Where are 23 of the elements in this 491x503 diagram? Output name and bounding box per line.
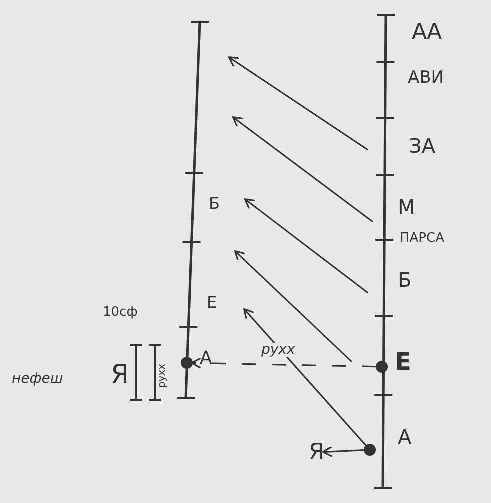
dot: [376, 361, 388, 373]
text-label: Б: [398, 270, 412, 290]
edge-label: рухх: [260, 343, 298, 357]
text-label: А: [200, 350, 212, 368]
text-label: Е: [395, 350, 412, 374]
dot: [181, 357, 193, 369]
text-label: А: [398, 427, 412, 447]
text-label: Я: [309, 440, 324, 465]
text-label: 10сф: [103, 306, 138, 319]
text-label: рухх: [158, 364, 168, 388]
text-label: Я: [111, 362, 130, 388]
dot: [364, 444, 376, 456]
text-label: ЗА: [409, 136, 436, 156]
text-label: АА: [412, 22, 442, 44]
text-label: М: [398, 197, 416, 217]
arrow: [244, 308, 367, 446]
text-label: Б: [209, 196, 220, 212]
arrow: [322, 446, 364, 458]
arrow: [191, 358, 376, 370]
text-label: ПАРСА: [400, 232, 444, 245]
text-label: нефеш: [12, 372, 64, 386]
text-label: Е: [207, 295, 218, 311]
text-label: АВИ: [408, 70, 444, 87]
